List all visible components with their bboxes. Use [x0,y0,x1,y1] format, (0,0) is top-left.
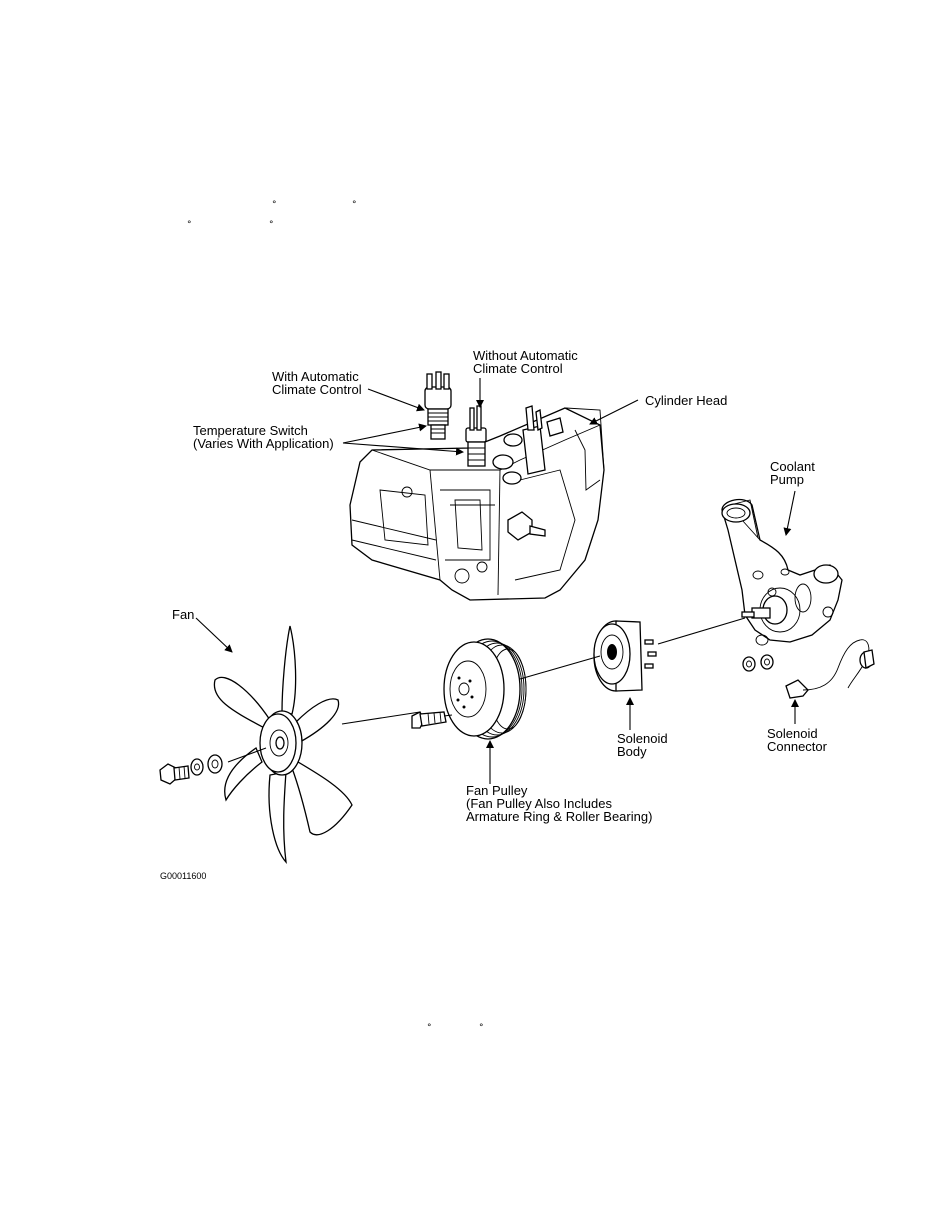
fan-pulley-drawing [443,638,527,740]
label-with-acc-line2: Climate Control [272,382,362,397]
label-temperature-switch-line2: (Varies With Application) [193,436,334,451]
degree-mark: ° [352,200,357,210]
label-temperature-switch-line1: Temperature Switch [193,423,308,438]
pulley-bolt [411,711,447,729]
solenoid-connector-drawing [785,639,875,699]
assembly-axis-lines [227,617,746,763]
pump-nuts [742,654,774,672]
solenoid-body-drawing [593,620,657,692]
label-without-acc-line1: Without Automatic [473,348,578,363]
temperature-switch-with-acc [424,371,452,440]
degree-mark: ° [187,220,192,230]
figure-code: G00011600 [160,871,206,881]
label-coolant-pump-line1: Coolant [770,459,815,474]
label-fan-pulley-line2: (Fan Pulley Also Includes [466,796,612,811]
label-solenoid-connector-line1: Solenoid [767,726,818,741]
label-fan-pulley-line1: Fan Pulley [466,783,528,798]
label-fan: Fan [172,607,194,622]
coolant-pump-drawing [721,498,843,646]
degree-mark: ° [269,220,274,230]
temperature-switch-without-acc [465,405,487,467]
fan-drawing [213,625,353,864]
degree-mark: ° [272,200,277,210]
label-solenoid-body-line2: Body [617,744,647,759]
degree-mark: ° [427,1023,432,1033]
fan-hardware [159,754,223,785]
label-with-acc-line1: With Automatic [272,369,359,384]
label-without-acc-line2: Climate Control [473,361,563,376]
cylinder-head-drawing [349,405,605,601]
label-cylinder-head: Cylinder Head [645,393,727,408]
degree-mark: ° [479,1023,484,1033]
label-solenoid-body-line1: Solenoid [617,731,668,746]
leader-arrows [195,378,799,784]
label-fan-pulley-line3: Armature Ring & Roller Bearing) [466,809,652,824]
label-coolant-pump-line2: Pump [770,472,804,487]
label-solenoid-connector-line2: Connector [767,739,828,754]
